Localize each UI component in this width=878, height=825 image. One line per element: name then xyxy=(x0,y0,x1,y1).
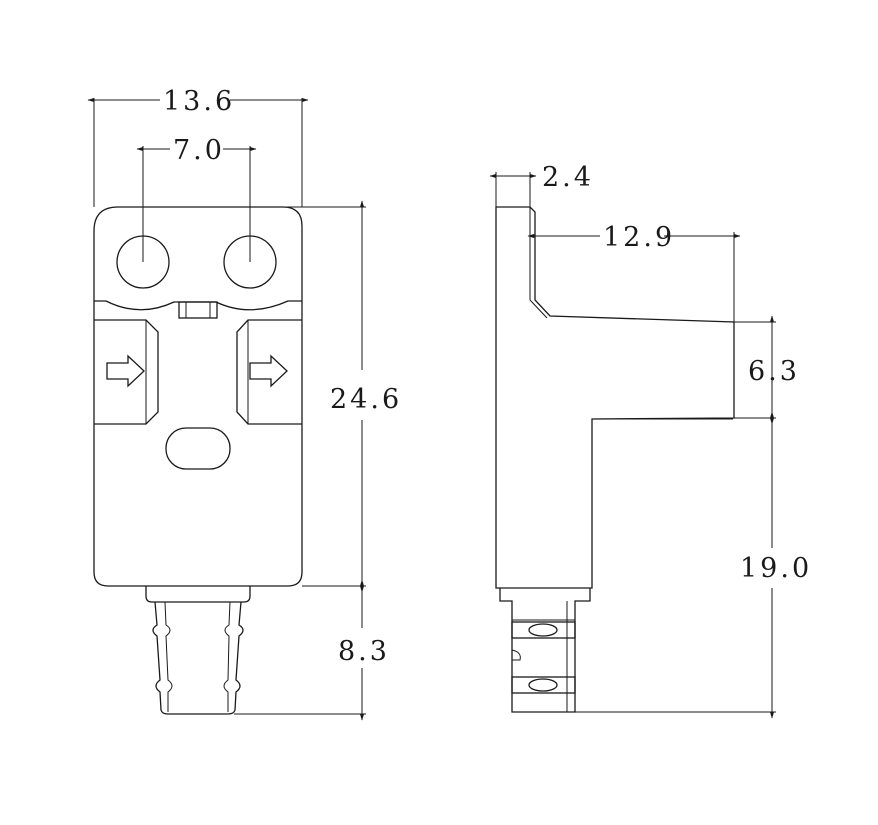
right-arrow-icon xyxy=(249,354,288,388)
dim-label-side-depth: 12.9 xyxy=(603,222,675,253)
dim-cable-length: 8.3 xyxy=(234,579,390,721)
left-release-tab xyxy=(94,319,159,425)
cable-strain-relief xyxy=(152,601,244,715)
dim-label-step-height: 6.3 xyxy=(748,356,800,387)
dim-flange-thickness: 2.4 xyxy=(489,162,594,207)
dim-body-height: 24.6 xyxy=(283,200,402,593)
dim-step-height: 6.3 xyxy=(734,315,800,425)
front-view xyxy=(93,206,303,715)
cable-boot xyxy=(145,586,251,603)
side-body-outline xyxy=(495,206,735,589)
dim-label-cable-length: 8.3 xyxy=(338,636,390,667)
dim-label-body-height: 24.6 xyxy=(330,384,402,415)
dim-label-front-width: 13.6 xyxy=(163,86,235,117)
dim-label-hole-spacing: 7.0 xyxy=(173,135,225,166)
indicator-window xyxy=(165,427,231,470)
dim-hole-spacing: 7.0 xyxy=(136,135,257,262)
dim-label-flange-thickness: 2.4 xyxy=(542,162,594,193)
dim-front-width: 13.6 xyxy=(87,86,309,207)
dim-lower-height: 19.0 xyxy=(575,411,812,719)
center-latch xyxy=(178,301,218,319)
dim-label-lower-height: 19.0 xyxy=(740,553,812,584)
right-release-tab xyxy=(236,319,302,425)
side-view xyxy=(495,206,735,713)
side-connector xyxy=(499,588,591,713)
latch-lower xyxy=(511,676,576,694)
latch-upper xyxy=(511,621,576,639)
right-arrow-icon xyxy=(106,354,145,388)
front-body-outline xyxy=(93,206,303,587)
dim-side-depth: 12.9 xyxy=(527,222,741,322)
